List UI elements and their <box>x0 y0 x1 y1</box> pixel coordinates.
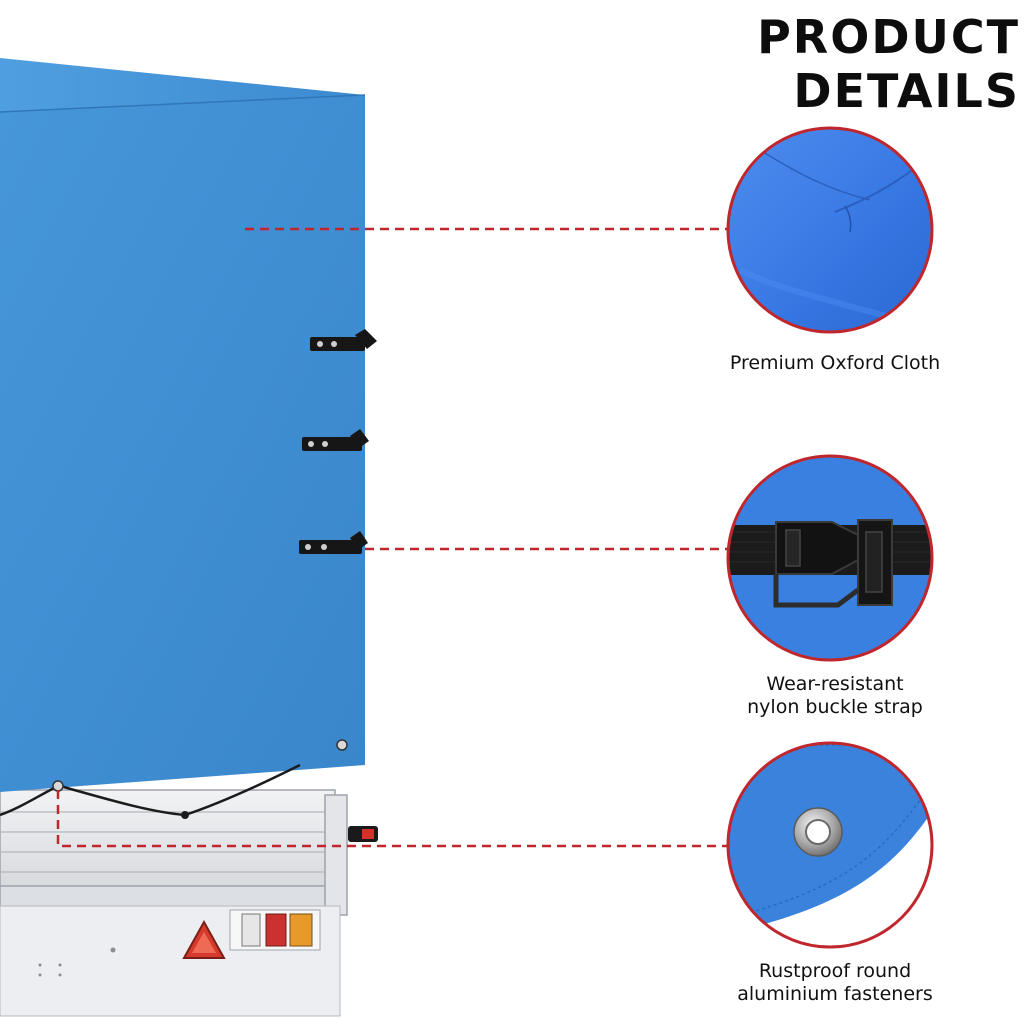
cover-strap-3 <box>299 531 368 554</box>
buckle-strap-closeup <box>726 454 934 662</box>
caption-line: Wear-resistant <box>766 673 904 695</box>
caption-line: Rustproof round <box>758 960 912 982</box>
feature-caption-oxford-cloth: Premium Oxford Cloth <box>700 352 970 375</box>
grommet-closeup <box>726 741 934 949</box>
trailer-tarp-cover <box>0 58 366 819</box>
caption-line: aluminium fasteners <box>737 983 933 1005</box>
oxford-cloth-closeup <box>726 126 934 334</box>
leader-line-3 <box>56 790 728 848</box>
caption-line: nylon buckle strap <box>747 696 923 718</box>
caption-line: Premium Oxford Cloth <box>729 352 941 374</box>
trailer-body <box>0 789 378 1017</box>
feature-caption-buckle-strap: Wear-resistant nylon buckle strap <box>700 673 970 719</box>
cover-strap-2 <box>302 429 369 451</box>
page-title: PRODUCT DETAILS <box>757 10 1020 118</box>
cover-strap-1 <box>310 329 377 351</box>
feature-caption-fasteners: Rustproof round aluminium fasteners <box>690 960 980 1006</box>
